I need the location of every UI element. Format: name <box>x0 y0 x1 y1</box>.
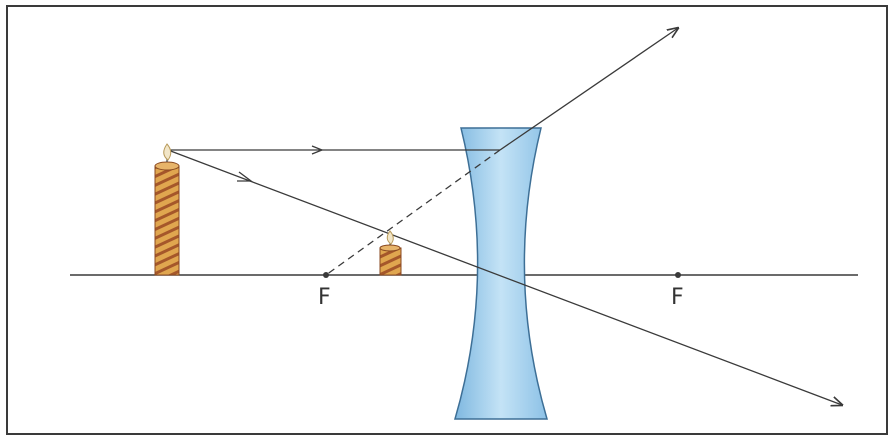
focal-point-left <box>323 272 329 278</box>
focal-point-right <box>675 272 681 278</box>
ray-refracted-up <box>500 28 678 150</box>
focal-label-right: F <box>671 287 684 309</box>
focal-label-left: F <box>318 287 331 309</box>
ray-virtual-extension <box>326 150 500 275</box>
diagram-frame <box>7 6 887 434</box>
object-candle-icon <box>155 144 179 275</box>
